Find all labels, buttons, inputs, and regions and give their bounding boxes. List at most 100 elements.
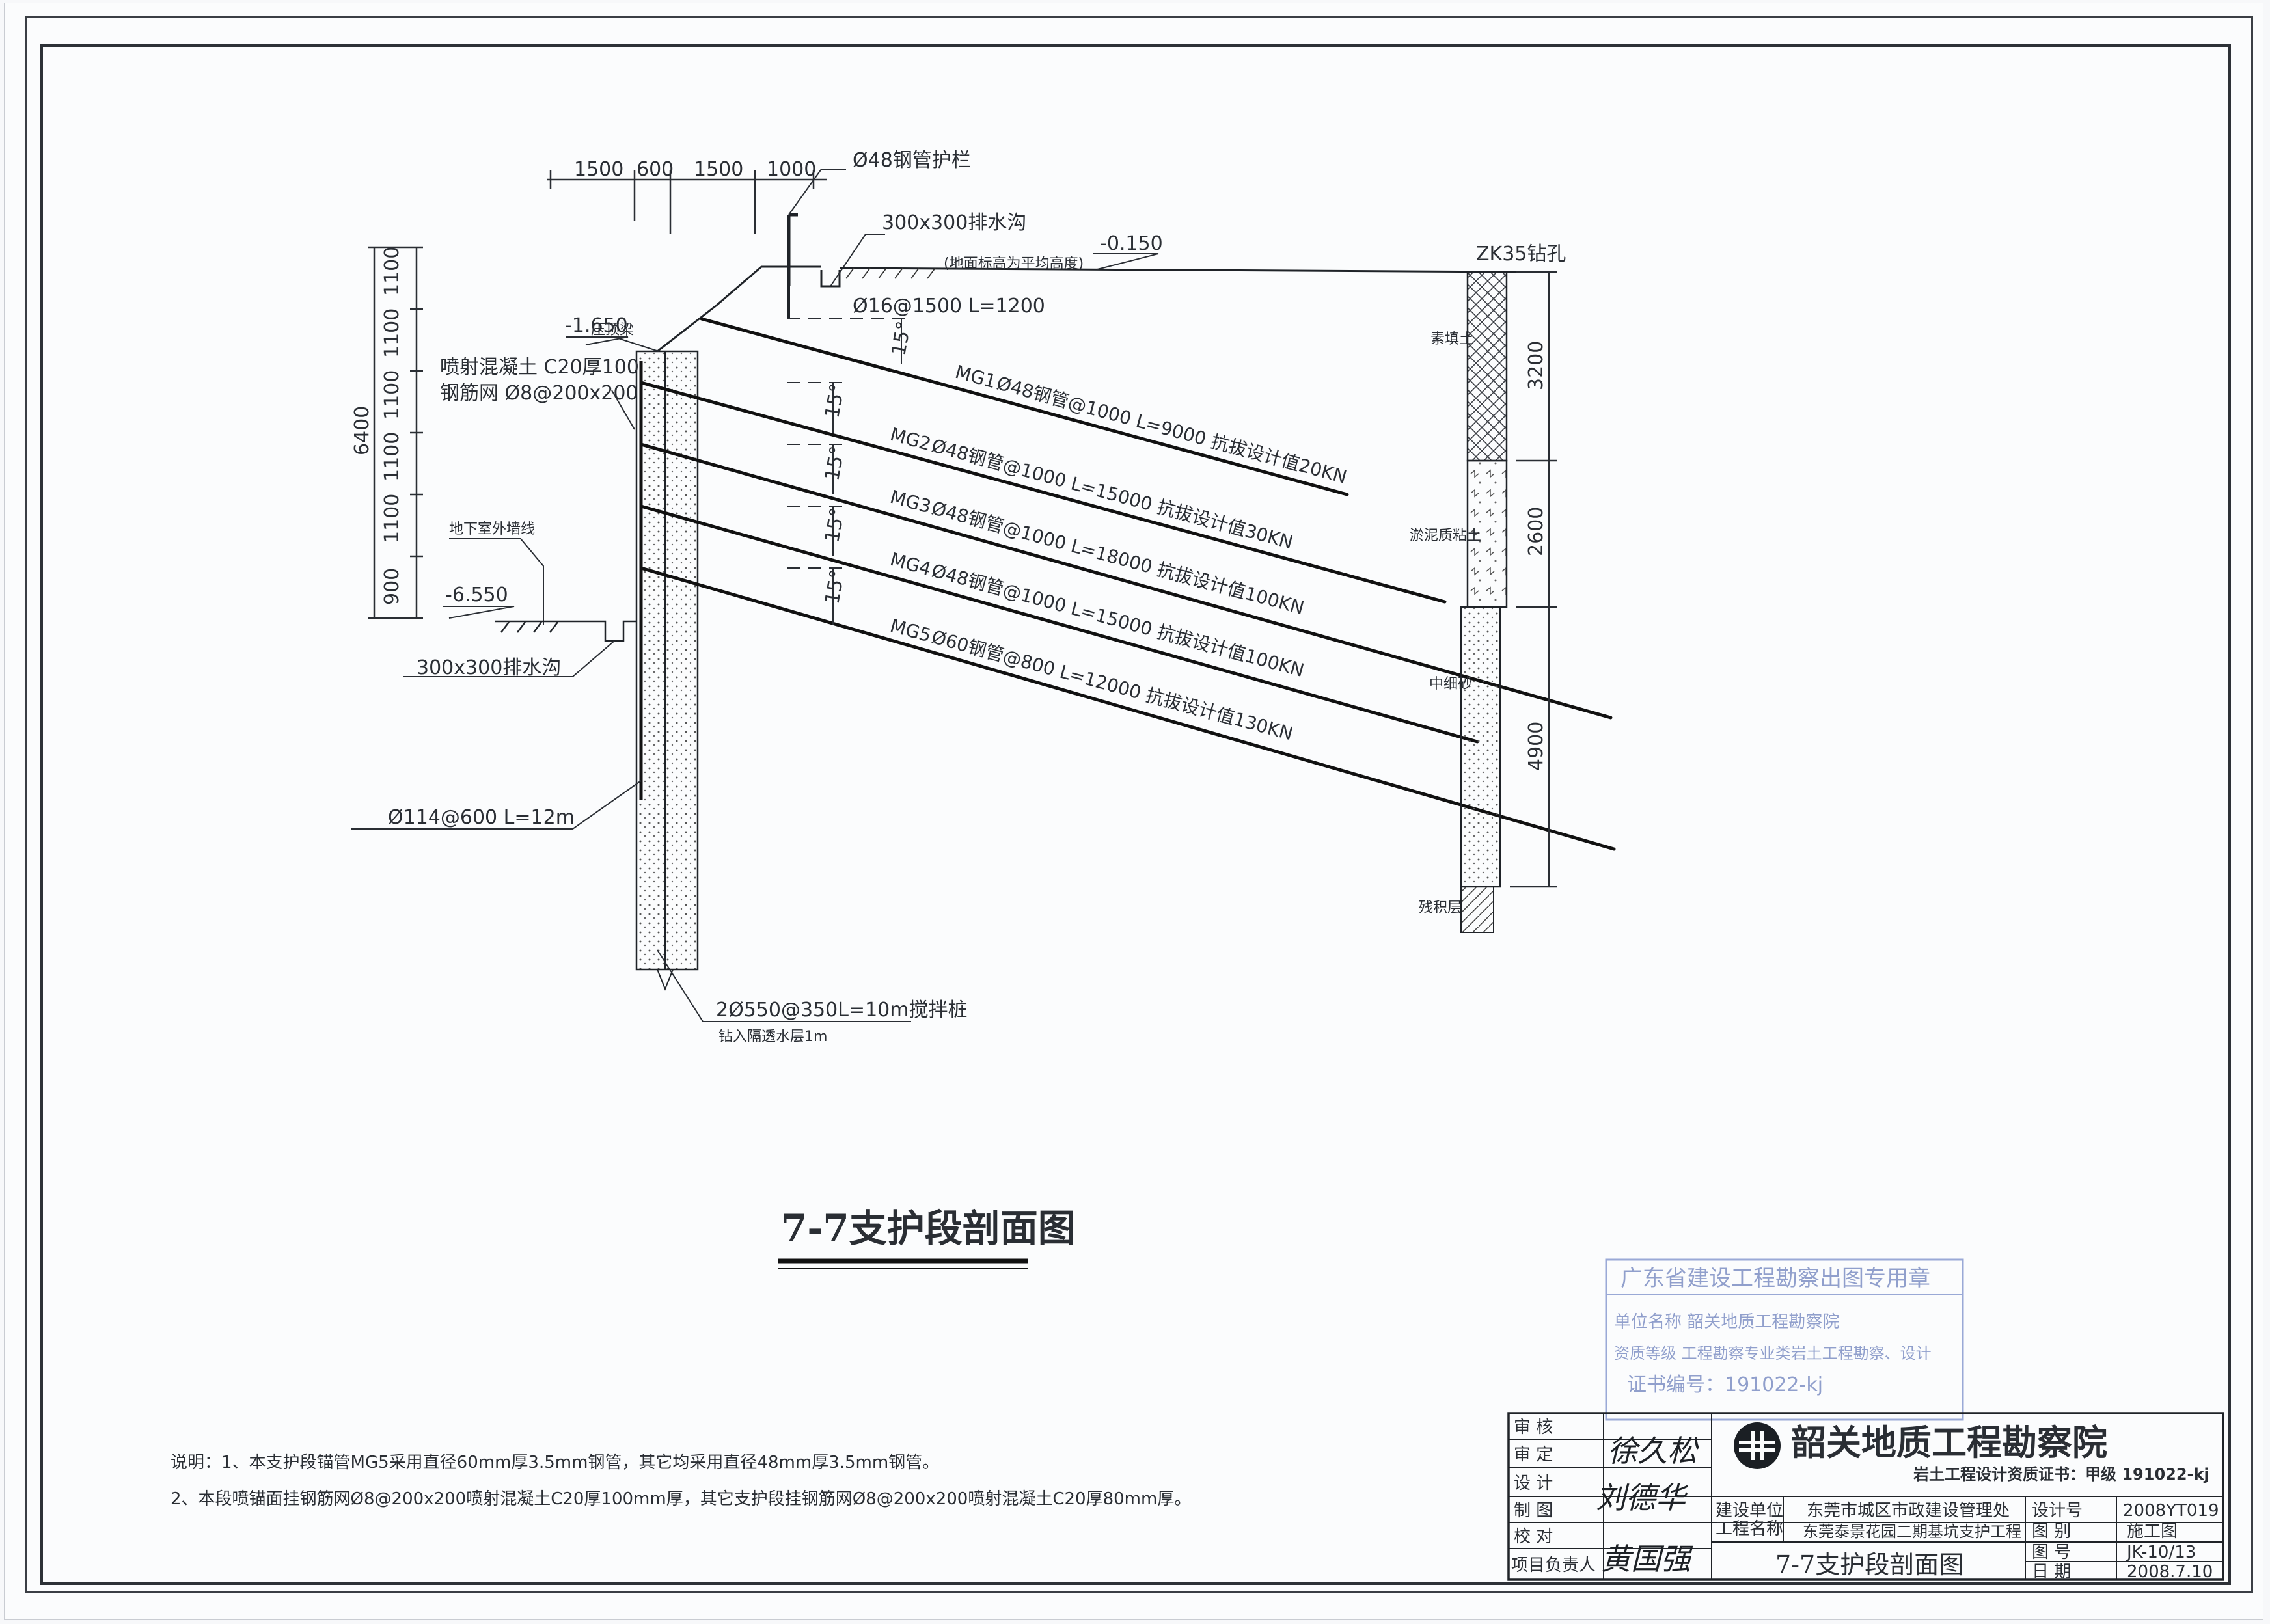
anchor-mg4-id: MG4 xyxy=(888,548,933,580)
angle-markers xyxy=(787,318,911,625)
approval-stamp: 广东省建设工程勘察出图专用章 单位名称 韶关地质工程勘察院 资质等级 工程勘察专… xyxy=(1605,1258,1964,1421)
borehole-column xyxy=(1460,271,1508,933)
category: 施工图 xyxy=(2127,1522,2178,1541)
role-project-lead: 项目负责人 xyxy=(1511,1556,1596,1575)
sheet-no: JK-10/13 xyxy=(2126,1543,2196,1562)
basement-wall-leader xyxy=(449,538,544,625)
layer-3-thickness: 4900 xyxy=(1525,722,1548,771)
angle-mg5: 15° xyxy=(821,568,849,606)
anchor-mg4-line xyxy=(639,504,1479,744)
date-label: 日 期 xyxy=(2032,1562,2071,1582)
anchor-lines xyxy=(639,317,1616,851)
left-dimension-chain xyxy=(368,246,423,619)
angle-mg3: 15° xyxy=(821,444,849,482)
dim-top-1: 1500 xyxy=(574,158,623,181)
top-ditch-label: 300x300排水沟 xyxy=(882,211,1026,234)
anchor-mg3-id: MG3 xyxy=(888,486,933,518)
crown-beam-label: 压顶梁 xyxy=(591,322,634,338)
drawing-title: 7-7支护段剖面图 xyxy=(781,1206,1076,1251)
note-line-1: 说明：1、本支护段锚管MG5采用直径60mm厚3.5mm钢管，其它均采用直径48… xyxy=(171,1453,939,1472)
dim-total-depth: 6400 xyxy=(351,406,374,455)
angle-mg4: 15° xyxy=(821,506,849,544)
angle-mg1: 15° xyxy=(887,319,916,357)
shotcrete-label: 喷射混凝土 C20厚100 xyxy=(440,356,639,379)
stamp-line-4: 证书编号：191022-kj xyxy=(1627,1374,1823,1396)
category-label: 图 别 xyxy=(2032,1522,2071,1541)
client-label: 建设单位 xyxy=(1716,1501,1783,1521)
role-drafter: 制 图 xyxy=(1514,1501,1553,1521)
role-approver: 审 定 xyxy=(1514,1445,1553,1465)
signature-2: 刘德华 xyxy=(1596,1480,1689,1515)
project-value: 东莞泰景花园二期基坑支护工程 xyxy=(1803,1522,2021,1541)
mixing-pile-leader xyxy=(657,949,911,1022)
dim-top-4: 1000 xyxy=(767,158,816,181)
top-nail-label: Ø16@1500 L=1200 xyxy=(853,295,1045,318)
mesh-label: 钢筋网 Ø8@200x200 xyxy=(440,382,638,405)
drawing-border xyxy=(40,44,2231,1585)
design-no-label: 设计号 xyxy=(2032,1501,2083,1521)
note-line-2: 2、本段喷锚面挂钢筋网Ø8@200x200喷射混凝土C20厚100mm厚，其它支… xyxy=(171,1489,1191,1509)
dim-top-3: 1500 xyxy=(694,158,743,181)
dim-left-1: 1100 xyxy=(381,247,403,296)
mixing-pile-label: 2Ø550@350L=10m搅拌桩 xyxy=(716,999,967,1022)
role-reviewer: 审 核 xyxy=(1514,1418,1553,1437)
stamp-line-2: 单位名称 韶关地质工程勘察院 xyxy=(1614,1312,1839,1332)
pile-label: Ø114@600 L=12m xyxy=(388,806,575,829)
mesh-leader xyxy=(611,390,635,430)
stamp-line-3: 资质等级 工程勘察专业类岩土工程勘察、设计 xyxy=(1614,1344,1932,1362)
pile-leader xyxy=(351,780,642,830)
stamp-line-1: 广东省建设工程勘察出图专用章 xyxy=(1620,1265,1930,1292)
angle-mg2: 15° xyxy=(821,382,849,420)
layer-2-thickness: 2600 xyxy=(1525,507,1548,556)
anchor-mg5-line xyxy=(639,566,1616,851)
rail-label: Ø48钢管护栏 xyxy=(853,149,971,172)
signature-3: 黄国强 xyxy=(1601,1541,1693,1577)
role-checker: 校 对 xyxy=(1514,1527,1553,1547)
dim-left-3: 1100 xyxy=(381,370,403,420)
elev-top-wall: -1.650 xyxy=(565,314,628,337)
design-no: 2008YT019 xyxy=(2123,1501,2219,1521)
crown-beam-leader xyxy=(618,338,659,352)
elev-top-wall-mark xyxy=(566,336,629,345)
elev-ground-mark xyxy=(1093,253,1159,270)
borehole-name: ZK35钻孔 xyxy=(1476,243,1566,265)
basement-wall-label: 地下室外墙线 xyxy=(449,521,535,537)
signature-1: 徐久松 xyxy=(1607,1433,1700,1468)
elev-ground: -0.150 xyxy=(1100,232,1163,255)
sheet-no-label: 图 号 xyxy=(2032,1543,2071,1562)
mixing-pile-note: 钻入隔透水层1m xyxy=(718,1029,827,1045)
anchor-mg3-line xyxy=(639,442,1613,720)
title-block xyxy=(1507,1412,2224,1581)
layer-3-name: 中细砂 xyxy=(1429,676,1472,692)
dim-left-4: 1100 xyxy=(381,432,403,481)
paper-edge xyxy=(4,3,2263,1620)
layer-1-thickness: 3200 xyxy=(1525,341,1548,390)
ground-note: (地面标高为平均高度) xyxy=(944,256,1084,272)
layer-1-name: 素填土 xyxy=(1430,331,1473,347)
outer-frame xyxy=(25,16,2253,1593)
dim-left-2: 1100 xyxy=(381,308,403,358)
borehole-dimensions xyxy=(1510,271,1557,888)
project-label: 工程名称 xyxy=(1716,1519,1783,1539)
guard-rail xyxy=(787,213,798,286)
wall-face xyxy=(635,304,717,991)
ground-hatch xyxy=(845,267,936,279)
anchor-mg1-line xyxy=(700,317,1349,496)
dim-left-5: 1100 xyxy=(381,494,403,543)
anchor-mg2-line xyxy=(639,381,1447,604)
dim-top-2: 600 xyxy=(636,158,674,181)
anchor-mg3-spec: Ø48钢管@1000 L=18000 抗拔设计值100KN xyxy=(929,497,1307,619)
client-value: 东莞市城区市政建设管理处 xyxy=(1807,1501,2010,1521)
tb-drawing-title: 7-7支护段剖面图 xyxy=(1775,1550,1963,1579)
org-cert: 岩土工程设计资质证书：甲级 191022-kj xyxy=(1913,1465,2209,1483)
org-logo xyxy=(1734,1422,1781,1469)
pit-bottom xyxy=(495,620,636,642)
bottom-ditch-label: 300x300排水沟 xyxy=(417,656,561,679)
dim-left-6: 900 xyxy=(381,568,403,605)
layer-4-name: 残积层 xyxy=(1419,900,1462,916)
elev-bottom: -6.550 xyxy=(445,584,508,606)
bottom-ditch-leader xyxy=(403,640,615,677)
ground-surface xyxy=(715,265,1517,307)
